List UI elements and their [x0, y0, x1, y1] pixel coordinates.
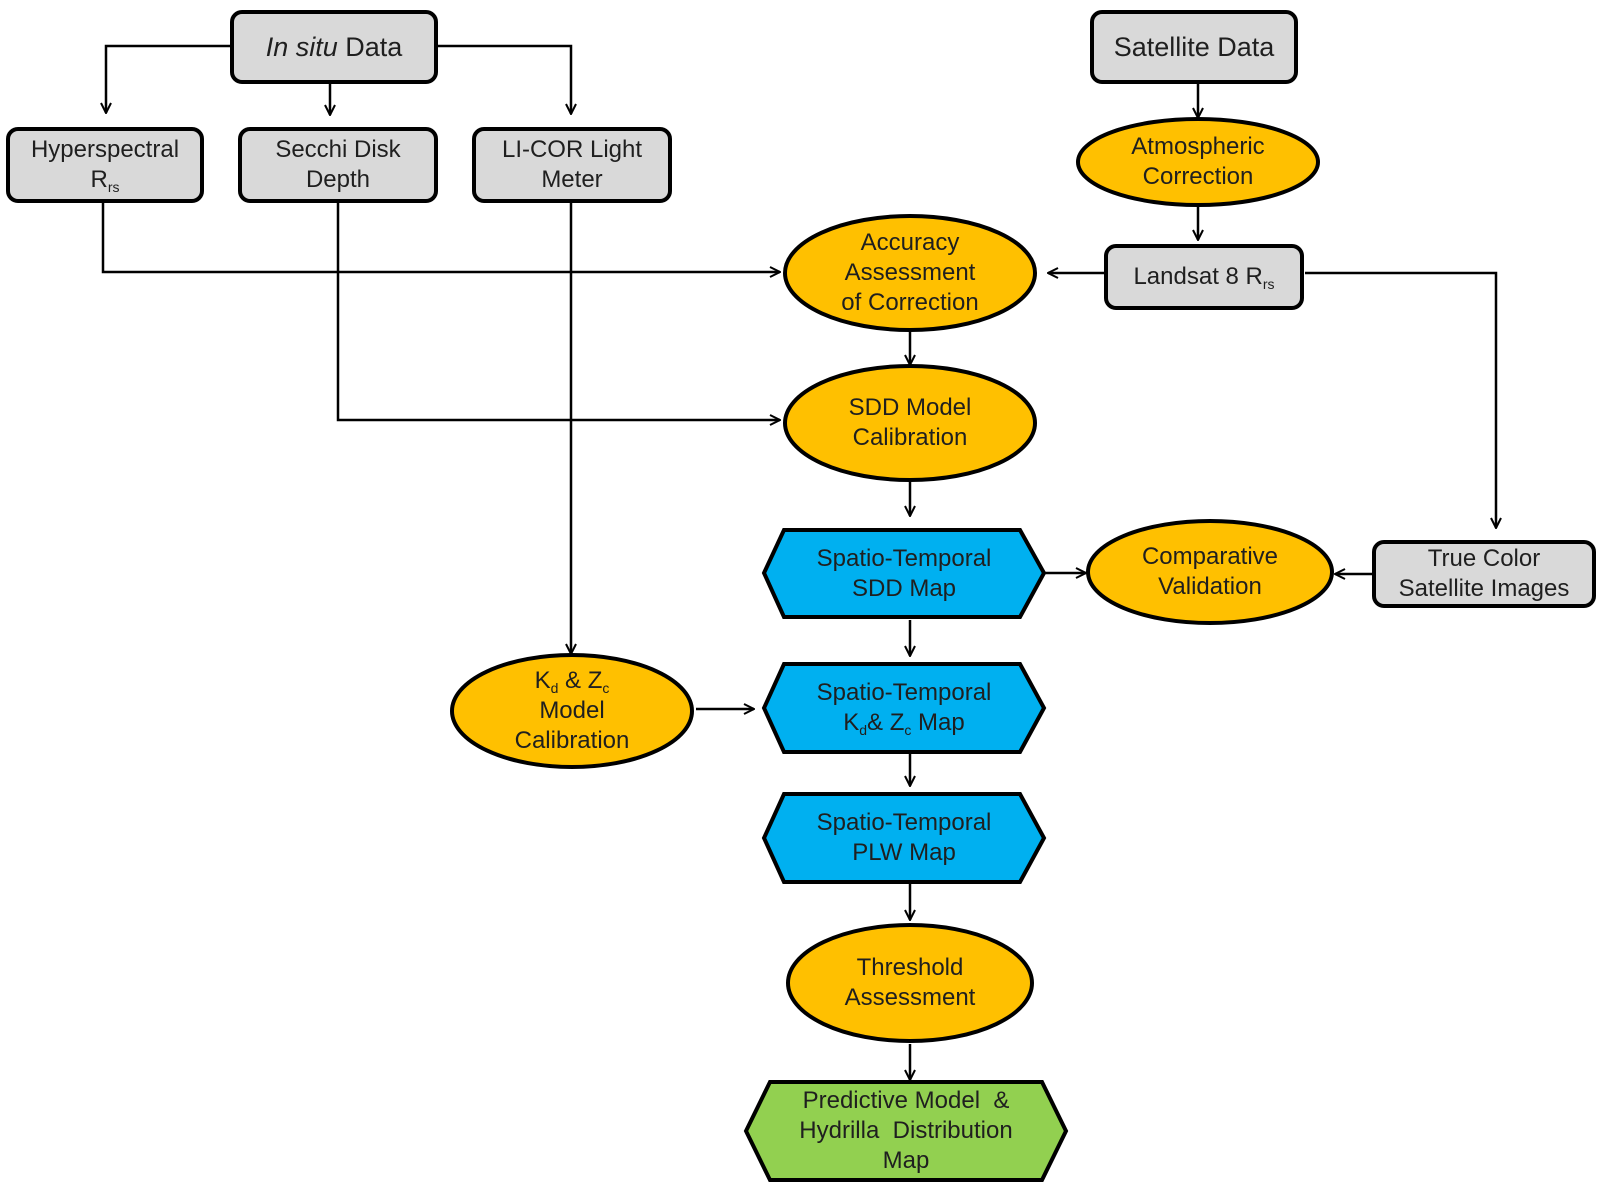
predictive-line3: Map	[882, 1147, 930, 1174]
true-color-line1: True Color	[1427, 545, 1541, 572]
kd-map-z-sub: c	[904, 722, 912, 738]
plw-map-hexagon	[761, 792, 1047, 884]
plw-map-line2: PLW Map	[852, 839, 956, 866]
hyperspectral-label: Hyperspectral Rrs	[8, 129, 202, 201]
kd-cal-line3: Calibration	[514, 727, 630, 754]
landsat-sub: rs	[1262, 276, 1275, 292]
secchi-line2: Depth	[305, 166, 371, 193]
arrow-landsat-to-truecolor	[1305, 271, 1496, 528]
sdd-map-hexagon	[761, 528, 1047, 619]
in-situ-rest: Data	[337, 32, 403, 62]
kd-calibration-ellipse	[450, 653, 694, 769]
in-situ-data-box	[230, 10, 438, 84]
predictive-line1: Predictive Model &	[802, 1087, 1010, 1114]
landsat-text: Landsat 8 R	[1133, 263, 1263, 290]
satellite-data-box	[1090, 10, 1298, 84]
accuracy-assessment-ellipse	[783, 214, 1037, 332]
true-color-label: True Color Satellite Images	[1374, 542, 1594, 606]
predictive-line2: Hydrilla Distribution	[799, 1117, 1013, 1144]
hyperspectral-box	[6, 127, 204, 203]
plw-map-line1: Spatio-Temporal	[816, 809, 992, 836]
kd-calibration-label: Kd & Zc Model Calibration	[452, 655, 692, 767]
licor-line1: LI-COR Light	[501, 136, 643, 163]
comparative-line2: Validation	[1158, 573, 1262, 600]
hyperspectral-line1: Hyperspectral	[30, 136, 180, 163]
predictive-model-hexagon	[743, 1080, 1069, 1182]
arrow-insitu-to-hyperspectral	[106, 44, 230, 113]
kd-cal-amp: & Z	[558, 667, 603, 694]
sdd-map-label: Spatio-Temporal SDD Map	[764, 530, 1044, 617]
true-color-line2: Satellite Images	[1398, 575, 1570, 602]
arrow-secchi-to-sddcal	[336, 202, 780, 420]
accuracy-assessment-label: Accuracy Assessment of Correction	[785, 216, 1035, 330]
secchi-line1: Secchi Disk	[275, 136, 401, 163]
kd-cal-k: K	[534, 667, 551, 694]
kd-map-k: K	[843, 709, 860, 736]
kd-map-hexagon	[761, 662, 1047, 754]
sdd-calibration-ellipse	[783, 364, 1037, 482]
sdd-cal-line1: SDD Model	[848, 394, 972, 421]
sdd-calibration-label: SDD Model Calibration	[785, 366, 1035, 480]
landsat-box	[1104, 244, 1304, 310]
atmospheric-correction-ellipse	[1076, 117, 1320, 207]
kd-cal-k-sub: d	[550, 680, 559, 696]
true-color-box	[1372, 540, 1596, 608]
threshold-assessment-ellipse	[786, 923, 1034, 1043]
atmospheric-line1: Atmospheric	[1131, 133, 1265, 160]
kd-map-label: Spatio-Temporal Kd& Zc Map	[764, 664, 1044, 752]
kd-cal-z-sub: c	[602, 680, 610, 696]
threshold-line2: Assessment	[844, 984, 976, 1011]
secchi-disk-label: Secchi Disk Depth	[240, 129, 436, 201]
landsat-label: Landsat 8 Rrs	[1106, 246, 1302, 308]
in-situ-italic: In situ	[265, 32, 338, 62]
kd-map-rest: Map	[911, 709, 965, 736]
atmospheric-correction-label: Atmospheric Correction	[1078, 119, 1318, 205]
comparative-line1: Comparative	[1141, 543, 1279, 570]
in-situ-data-label: In situ Data	[232, 12, 436, 82]
sdd-map-line1: Spatio-Temporal	[816, 544, 992, 572]
licor-label: LI-COR Light Meter	[474, 129, 670, 201]
sdd-cal-line2: Calibration	[852, 424, 968, 451]
accuracy-line3: of Correction	[841, 289, 979, 316]
sdd-map-line2: SDD Map	[851, 574, 957, 602]
plw-map-label: Spatio-Temporal PLW Map	[764, 794, 1044, 882]
satellite-data-text: Satellite Data	[1113, 32, 1275, 62]
kd-map-amp: & Z	[867, 709, 905, 736]
comparative-validation-ellipse	[1086, 519, 1334, 625]
arrow-hyperspectral-to-accuracy	[101, 202, 780, 272]
kd-cal-line2: Model	[539, 697, 605, 724]
connectors	[101, 44, 1496, 1080]
predictive-model-label: Predictive Model & Hydrilla Distribution…	[746, 1082, 1066, 1180]
threshold-assessment-label: Threshold Assessment	[788, 925, 1032, 1041]
atmospheric-line2: Correction	[1142, 163, 1254, 190]
accuracy-line1: Accuracy	[860, 229, 960, 256]
accuracy-line2: Assessment	[844, 259, 976, 286]
licor-line2: Meter	[541, 166, 603, 193]
threshold-line1: Threshold	[856, 954, 964, 981]
arrow-insitu-to-licor	[436, 44, 571, 114]
hyperspectral-line2: R	[90, 166, 108, 193]
satellite-data-label: Satellite Data	[1092, 12, 1296, 82]
kd-map-line1: Spatio-Temporal	[816, 679, 992, 706]
comparative-validation-label: Comparative Validation	[1088, 521, 1332, 623]
hyperspectral-sub: rs	[107, 179, 120, 195]
licor-box	[472, 127, 672, 203]
kd-map-k-sub: d	[859, 722, 868, 738]
secchi-disk-box	[238, 127, 438, 203]
